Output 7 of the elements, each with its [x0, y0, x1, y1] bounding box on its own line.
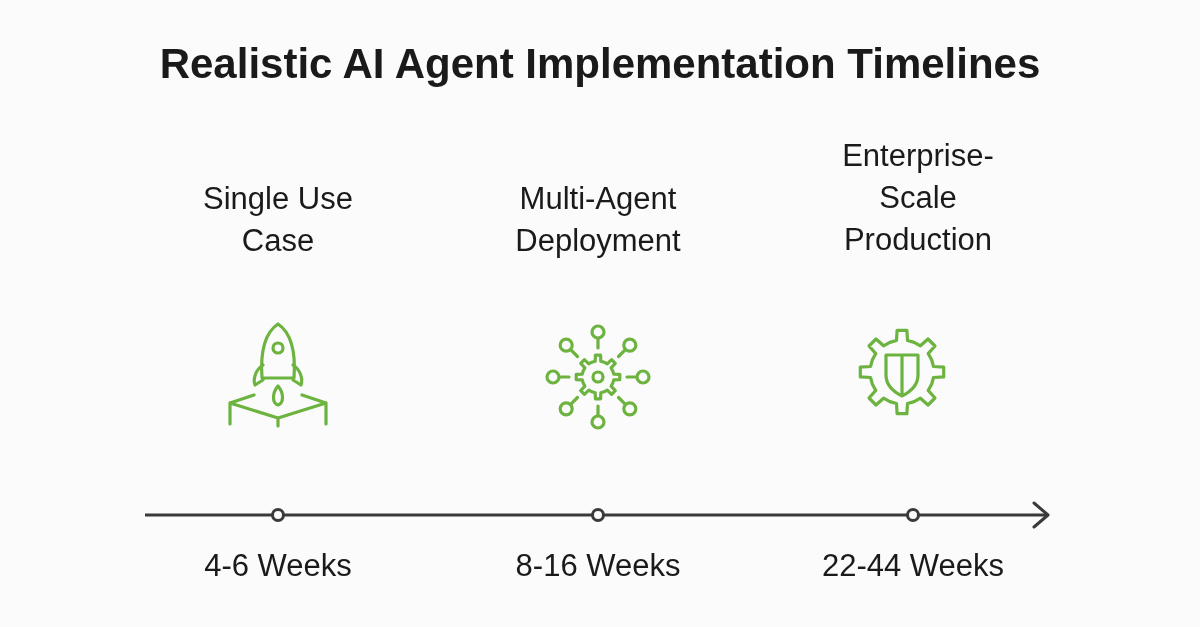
stage-label: Enterprise-Scale Production [841, 137, 995, 259]
duration-label: 4-6 Weeks [203, 547, 353, 585]
duration-label: 22-44 Weeks [820, 547, 1006, 585]
stage-label: Single Use Case [202, 180, 354, 260]
stage-label: Multi-Agent Deployment [514, 180, 682, 260]
duration-label: 8-16 Weeks [514, 547, 682, 585]
title: Realistic AI Agent Implementation Timelines [158, 40, 1042, 88]
